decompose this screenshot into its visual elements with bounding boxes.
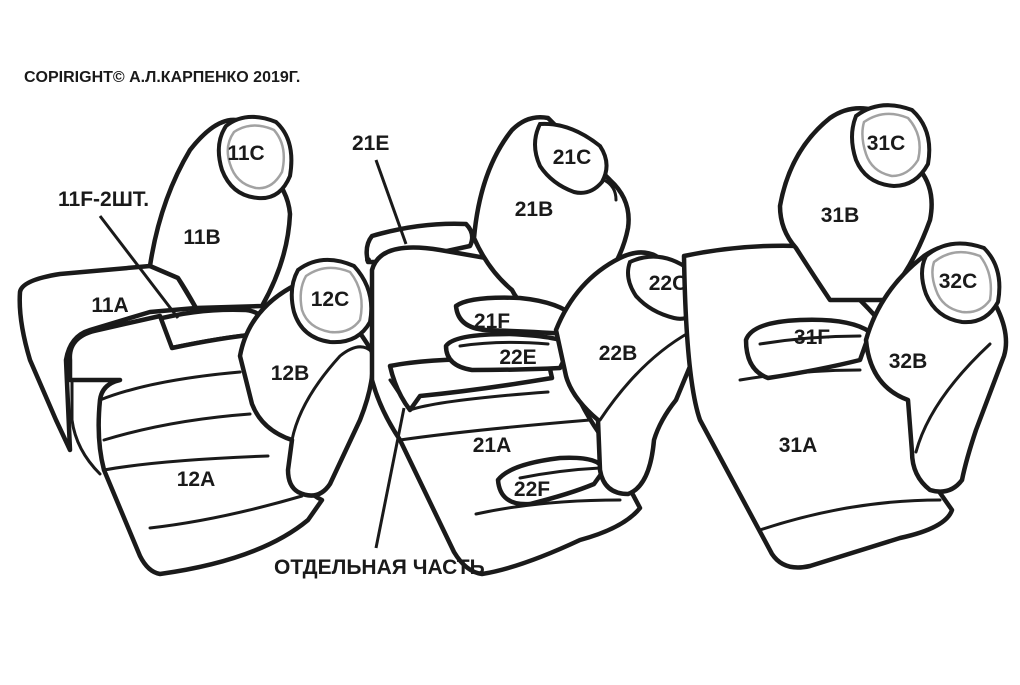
label-21a: 21A — [473, 434, 512, 457]
label-11b: 11B — [183, 226, 220, 249]
seat-11 — [17, 114, 294, 453]
label-32b: 32B — [889, 350, 928, 373]
label-12b: 12B — [271, 362, 310, 385]
callout-21e: 21E — [352, 132, 389, 155]
callout-separate-part-pointer — [374, 407, 406, 549]
seat-21-22 — [364, 115, 703, 577]
label-31b: 31B — [821, 204, 860, 227]
label-12c: 12C — [311, 288, 350, 311]
label-21c: 21C — [553, 146, 592, 169]
label-31c: 31C — [867, 132, 906, 155]
callout-21e-pointer — [374, 159, 408, 245]
seat-31-armrest-31f — [743, 317, 873, 381]
callout-11f-2pcs: 11F-2ШТ. — [58, 188, 149, 211]
part-labels: 11C 11B 11A 12C 12B 12A 21C 21B 21F 22E … — [91, 132, 977, 501]
label-31a: 31A — [779, 434, 818, 457]
label-11c: 11C — [227, 142, 264, 165]
copyright-text: COPIRIGHT© А.Л.КАРПЕНКО 2019Г. — [24, 69, 300, 86]
label-21b: 21B — [515, 198, 554, 221]
label-31f: 31F — [794, 326, 830, 349]
callout-11f-pointer — [98, 215, 180, 319]
seat-21-headrest-21c — [533, 121, 609, 195]
label-32c: 32C — [939, 270, 978, 293]
seat-12-headrest-12c — [289, 258, 374, 345]
label-22c: 22C — [649, 272, 688, 295]
label-12a: 12A — [177, 468, 216, 491]
label-22e: 22E — [499, 346, 536, 369]
label-22b: 22B — [599, 342, 638, 365]
seat-12 — [67, 258, 376, 577]
callout-separate-part: ОТДЕЛЬНАЯ ЧАСТЬ — [274, 556, 485, 579]
seat-32-headrest-32c — [920, 241, 1002, 325]
label-22f: 22F — [514, 478, 550, 501]
label-11a: 11A — [91, 294, 128, 317]
label-21f: 21F — [474, 310, 510, 333]
seat-31-32 — [681, 103, 1009, 570]
